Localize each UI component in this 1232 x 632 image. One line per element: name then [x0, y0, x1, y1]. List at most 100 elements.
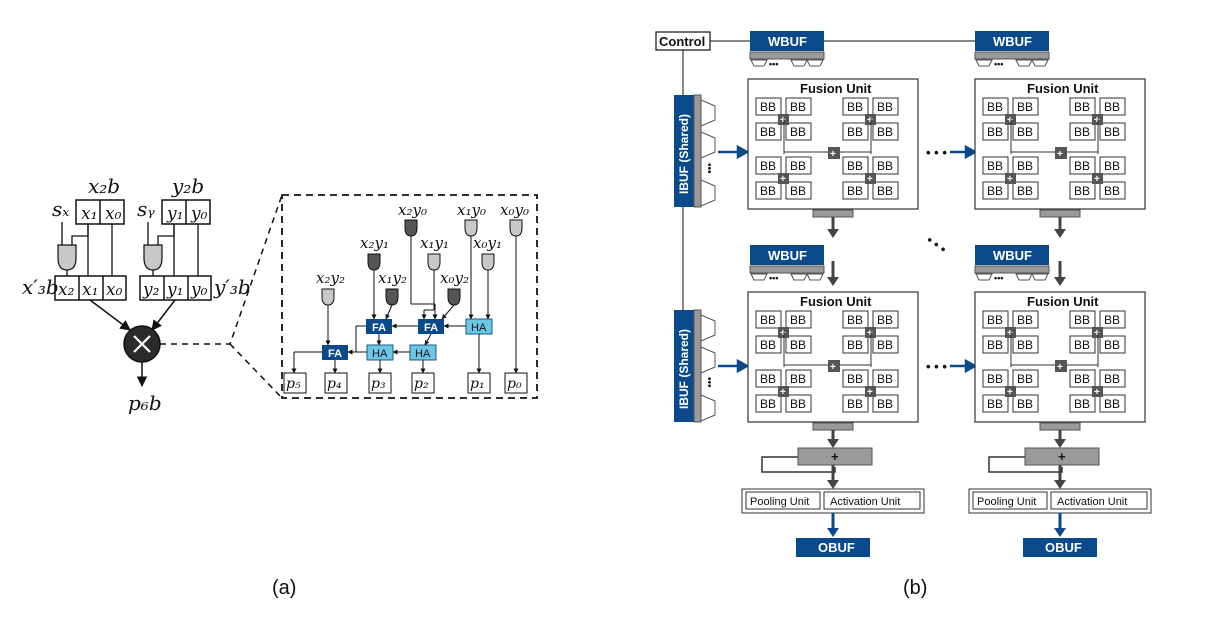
- bb-block: BB: [847, 100, 863, 114]
- central-adder-icon: +: [830, 149, 836, 160]
- x1y2-label: x₁y₂: [378, 269, 407, 287]
- bb-block: BB: [760, 397, 776, 411]
- sy-label: sᵧ: [137, 197, 155, 221]
- p6b-label: p₆b: [128, 391, 162, 415]
- output-bits: p₅ p₄ p₃ p₂ p₁ p₀: [283, 372, 528, 394]
- local-adder-icon: +: [1007, 387, 1013, 398]
- bb-block: BB: [1017, 338, 1033, 352]
- obuf-label: OBUF: [1045, 540, 1082, 555]
- bb-block: BB: [1104, 100, 1120, 114]
- partial-product-gates: [321, 219, 523, 306]
- bb-block: BB: [847, 372, 863, 386]
- x1-top: x₁: [81, 204, 97, 224]
- bb-block: BB: [790, 313, 806, 327]
- x0y2-label: x₀y₂: [440, 269, 469, 287]
- bb-block: BB: [790, 159, 806, 173]
- bb-block: BB: [847, 159, 863, 173]
- x1y0-label: x₁y₀: [457, 201, 486, 219]
- svg-text:•••: •••: [994, 59, 1003, 69]
- bb-block: BB: [847, 313, 863, 327]
- accumulator-plus-icon: +: [1058, 449, 1066, 464]
- ha-label-1: HA: [471, 322, 487, 334]
- bb-block: BB: [877, 372, 893, 386]
- multiply-circle-icon: [123, 325, 161, 363]
- y2-bottom: y₂: [142, 280, 160, 300]
- x0y0-label: x₀y₀: [500, 201, 529, 219]
- p0-label: p₀: [507, 376, 522, 392]
- svg-text:•••: •••: [994, 273, 1003, 283]
- fa-block-3: [322, 345, 348, 360]
- fa-label-3: FA: [328, 348, 342, 360]
- bb-block: BB: [790, 125, 806, 139]
- ibuf-top: IBUF (Shared) •••: [674, 94, 716, 208]
- local-adder-icon: +: [867, 115, 873, 126]
- bb-block: BB: [847, 397, 863, 411]
- local-adder-icon: +: [1007, 174, 1013, 185]
- bb-block: BB: [1074, 372, 1090, 386]
- bb-block: BB: [987, 313, 1003, 327]
- local-adder-icon: +: [780, 328, 786, 339]
- ibuf-bottom: IBUF (Shared) •••: [674, 309, 716, 423]
- panel-b: Control IBUF (Shared) ••• IBUF (Shared) …: [655, 31, 1152, 599]
- bb-block: BB: [1104, 184, 1120, 198]
- bb-block: BB: [790, 338, 806, 352]
- bb-block: BB: [987, 159, 1003, 173]
- local-adder-icon: +: [1094, 387, 1100, 398]
- accumulator-plus-icon: +: [831, 449, 839, 464]
- wbuf-top-1: WBUF•••: [749, 31, 825, 69]
- bb-block: BB: [790, 100, 806, 114]
- local-adder-icon: +: [780, 115, 786, 126]
- bb-block: BB: [1104, 125, 1120, 139]
- x1y1-label: x₁y₁: [420, 234, 449, 252]
- x0-top: x₀: [105, 204, 122, 224]
- caption-a: (a): [272, 577, 296, 599]
- p1-label: p₁: [470, 376, 485, 392]
- local-adder-icon: +: [1007, 328, 1013, 339]
- ellipsis-2: • • •: [926, 359, 947, 374]
- svg-text:•••: •••: [769, 59, 778, 69]
- pooling-unit-2: [972, 491, 1048, 510]
- fusion-unit-bottom-1-title: Fusion Unit: [800, 294, 872, 309]
- local-adder-icon: +: [1007, 115, 1013, 126]
- x1-bottom: x₁: [82, 280, 98, 300]
- wbuf-mid-1-label: WBUF: [768, 248, 807, 263]
- y2b-label: y₂b: [171, 174, 204, 198]
- bb-block: BB: [847, 125, 863, 139]
- bb-block: BB: [1017, 184, 1033, 198]
- bb-block: BB: [847, 184, 863, 198]
- x2-bottom: x₂: [58, 280, 75, 300]
- y3b-register: [139, 275, 212, 301]
- local-adder-icon: +: [867, 328, 873, 339]
- svg-text:•••: •••: [703, 377, 714, 388]
- p2-label: p₂: [414, 376, 429, 392]
- wbuf-mid-1: WBUF•••: [749, 245, 825, 283]
- sx-label: sₓ: [52, 197, 69, 221]
- bb-block: BB: [987, 338, 1003, 352]
- bb-block: BB: [760, 313, 776, 327]
- bb-block: BB: [760, 159, 776, 173]
- ellipsis-diag: • • •: [924, 232, 950, 257]
- bb-block: BB: [760, 125, 776, 139]
- wbuf-mid-2: WBUF•••: [974, 245, 1050, 283]
- bb-block: BB: [1104, 159, 1120, 173]
- bb-block: BB: [760, 184, 776, 198]
- bb-block: BB: [877, 397, 893, 411]
- panel-a: x₂b y₂b sₓ sᵧ x₁ x₀ y₁ y₀ x₂ x₁ x₀: [22, 174, 538, 599]
- bb-block: BB: [1104, 397, 1120, 411]
- x0y1-label: x₀y₁: [473, 234, 502, 252]
- bb-block: BB: [847, 338, 863, 352]
- bb-block: BB: [987, 125, 1003, 139]
- central-adder-icon: +: [1057, 362, 1063, 373]
- pooling-unit-label: Pooling Unit: [977, 496, 1036, 508]
- bb-block: BB: [1017, 313, 1033, 327]
- sign-gate-y: [143, 244, 163, 271]
- bb-block: BB: [1074, 125, 1090, 139]
- fusion-unit-top-1-title: Fusion Unit: [800, 81, 872, 96]
- local-adder-icon: +: [780, 174, 786, 185]
- bb-block: BB: [790, 372, 806, 386]
